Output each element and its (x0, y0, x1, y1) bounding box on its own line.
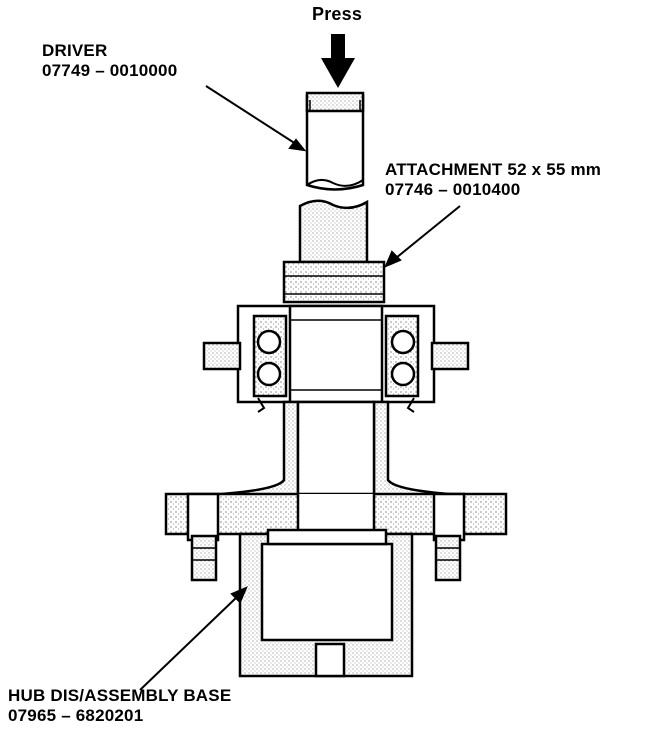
driver-leader-arrowhead (288, 138, 307, 152)
press-label: Press (312, 4, 362, 24)
driver-leader (205, 85, 297, 145)
hub-base-tool (238, 528, 414, 678)
hub-base-name: HUB DIS/ASSEMBLY BASE (8, 686, 232, 705)
wheel-hub (164, 400, 508, 582)
leader-lines (139, 85, 461, 691)
driver-label: DRIVER 07749 – 0010000 (42, 41, 177, 81)
hub-base-part-number: 07965 – 6820201 (8, 706, 144, 725)
bearing-knuckle (202, 304, 470, 413)
attachment-label: ATTACHMENT 52 x 55 mm 07746 – 0010400 (385, 160, 601, 200)
attachment-leader-arrowhead (384, 250, 402, 268)
press-text: Press (312, 4, 363, 24)
attachment-part-number: 07746 – 0010400 (385, 180, 521, 199)
hub-base-leader-arrowhead (230, 586, 248, 604)
driver-tool (305, 91, 365, 191)
press-arrow-icon (321, 34, 355, 88)
hub-base-leader (139, 595, 239, 691)
attachment-name: ATTACHMENT 52 x 55 mm (385, 160, 602, 179)
attachment-leader (395, 205, 461, 259)
driver-name: DRIVER (42, 41, 108, 60)
driver-part-number: 07749 – 0010000 (42, 61, 178, 80)
attachment-tool (282, 199, 386, 304)
hub-base-label: HUB DIS/ASSEMBLY BASE 07965 – 6820201 (8, 686, 231, 726)
